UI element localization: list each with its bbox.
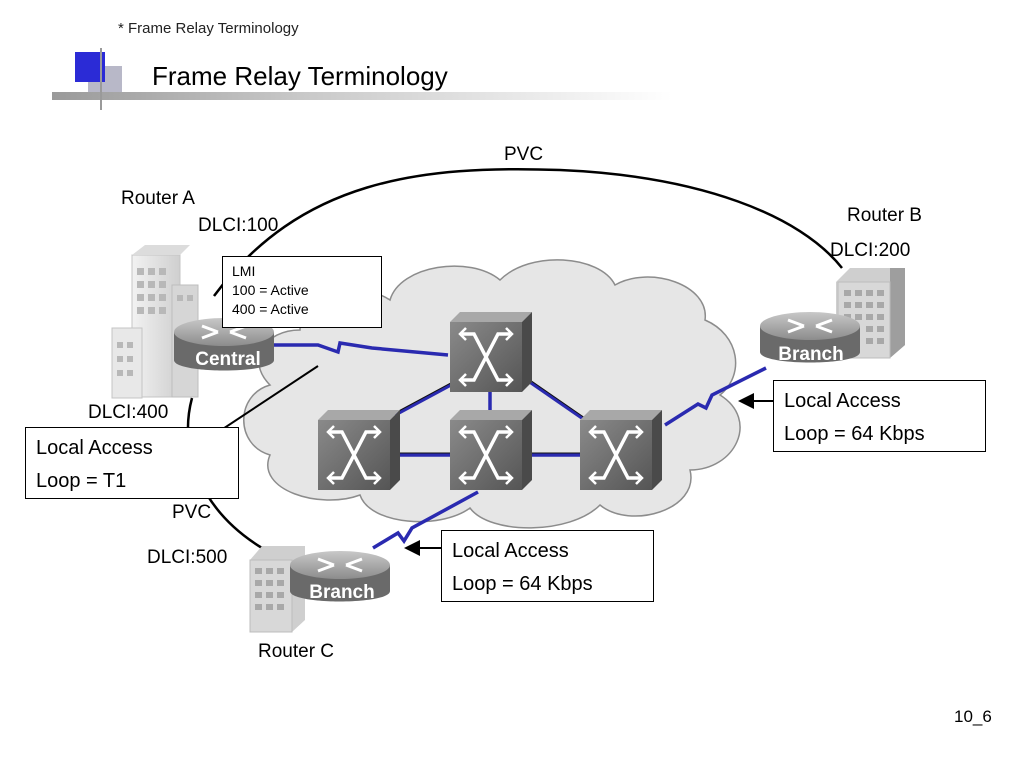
switch-top — [450, 312, 532, 392]
local-access-b-title: Local Access — [784, 390, 901, 412]
router-a-badge: Central — [195, 349, 260, 370]
router-b-dlci: DLCI:200 — [830, 240, 911, 261]
router-b-badge: Branch — [778, 344, 843, 365]
lmi-status-400: 400 = Active — [232, 301, 309, 317]
trunk-links — [394, 378, 586, 457]
trunk-links-dark — [394, 377, 586, 454]
local-access-c-box: Local Access Loop = 64 Kbps — [441, 530, 654, 602]
local-access-a-loop: Loop = T1 — [36, 470, 127, 492]
router-c-name: Router C — [258, 641, 335, 662]
page-title: Frame Relay Terminology — [152, 61, 448, 91]
router-b-icon — [760, 312, 860, 363]
local-access-c-title: Local Access — [452, 540, 569, 562]
router-b-name: Router B — [847, 205, 922, 226]
router-c-dlci: DLCI:500 — [147, 547, 228, 568]
router-c-icon — [290, 551, 390, 602]
building-a-icon — [111, 245, 199, 399]
breadcrumb: * Frame Relay Terminology — [118, 20, 299, 37]
router-a-dlci-bottom: DLCI:400 — [88, 402, 169, 423]
router-a-dlci-top: DLCI:100 — [198, 215, 279, 236]
local-access-a-box: Local Access Loop = T1 — [25, 427, 239, 499]
header-underline-bar — [52, 92, 672, 100]
pvc-arc-top — [212, 167, 843, 297]
header-decor-line — [100, 48, 102, 110]
switch-left — [318, 410, 400, 490]
lmi-title: LMI — [232, 263, 256, 279]
pvc-label-left: PVC — [172, 502, 212, 523]
local-access-a-title: Local Access — [36, 437, 153, 459]
page-number: 10_6 — [954, 707, 992, 726]
switch-right — [580, 410, 662, 490]
local-access-b-box: Local Access Loop = 64 Kbps — [773, 380, 986, 452]
local-access-c-loop: Loop = 64 Kbps — [452, 573, 593, 595]
pvc-label-top: PVC — [504, 144, 544, 165]
switch-middle — [450, 410, 532, 490]
local-access-b-loop: Loop = 64 Kbps — [784, 423, 925, 445]
router-a-name: Router A — [121, 188, 195, 209]
lmi-status-box: LMI 100 = Active 400 = Active — [222, 256, 382, 328]
router-c-badge: Branch — [309, 582, 374, 603]
lmi-status-100: 100 = Active — [232, 282, 309, 298]
access-link-branch-b — [664, 366, 767, 427]
building-c-icon — [249, 546, 305, 633]
access-link-central — [262, 341, 449, 357]
